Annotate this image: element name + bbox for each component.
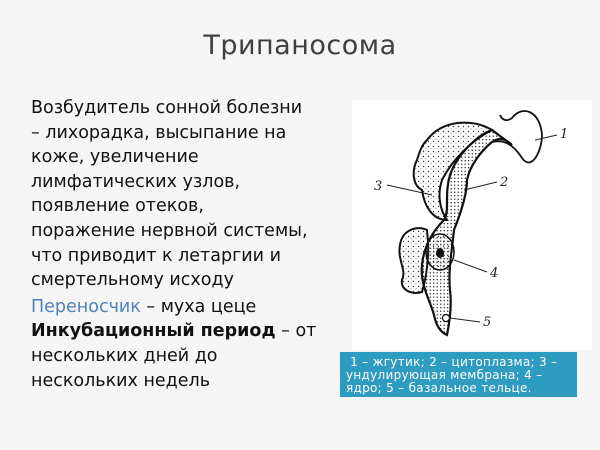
description-line: что приводит к летаргии и — [31, 245, 281, 266]
figure-label-1: 1 — [560, 127, 568, 142]
carrier-value: – муха цеце — [140, 296, 257, 317]
description-line: – лихорадка, высыпание на — [31, 122, 287, 143]
figure-caption: 1 – жгутик; 2 – цитоплазма; 3 – ундулиру… — [340, 352, 577, 397]
figure-label-4: 4 — [489, 266, 498, 281]
incubation-value: – от — [275, 321, 317, 342]
caption-line: 1 – жгутик; 2 – цитоплазма; 3 – — [346, 355, 558, 369]
incubation-line: нескольких недель — [31, 370, 211, 391]
description-line: Возбудитель сонной болезни — [31, 98, 303, 118]
description-line: смертельному исходу — [31, 270, 234, 291]
incubation-line: Инкубационный период – от — [31, 319, 351, 344]
description-line: лимфатических узлов, — [31, 171, 241, 192]
caption-line: ундулирующая мембрана; 4 – — [346, 368, 543, 382]
figure-label-3: 3 — [374, 179, 382, 194]
description-block: Возбудитель сонной болезни – лихорадка, … — [31, 96, 351, 393]
carrier-label: Переносчик — [31, 296, 141, 317]
description-line: коже, увеличение — [31, 147, 199, 168]
figure-label-5: 5 — [483, 315, 491, 330]
carrier-line: Переносчик – муха цеце — [31, 295, 351, 320]
incubation-line: нескольких дней до — [31, 345, 218, 366]
description-line: появление отеков, — [31, 196, 204, 217]
caption-line: ядро; 5 – базальное тельце. — [346, 381, 532, 395]
incubation-label: Инкубационный период — [31, 321, 276, 342]
trypanosome-drawing-icon: 1 2 3 4 5 — [374, 110, 568, 337]
description-line: поражение нервной системы, — [31, 220, 308, 241]
figure-label-2: 2 — [499, 175, 508, 190]
slide-title: Трипаносома — [203, 30, 397, 61]
trypanosome-illustration: 1 2 3 4 5 — [352, 100, 592, 350]
